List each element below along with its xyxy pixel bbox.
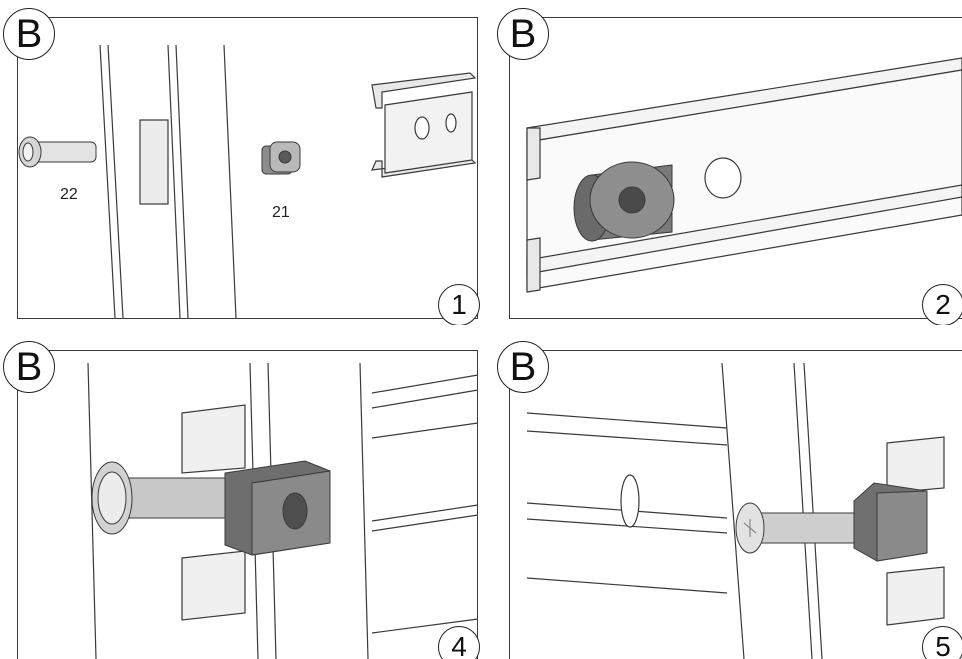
step-number: 2 [935,289,951,320]
panel-step-4: B 4 [0,333,480,659]
panel-slot [139,119,169,205]
nut-part [261,141,301,175]
step-number-badge: 1 [438,284,480,325]
panel-step-1: B 22 21 1 [0,0,480,325]
view-letter-badge: B [497,8,549,60]
view-letter: B [509,344,537,389]
view-letter-badge: B [3,341,55,393]
nut-part [573,161,675,242]
view-letter: B [509,11,537,56]
nut-part [224,460,331,556]
panel-frame [509,350,962,659]
view-letter: B [15,11,43,56]
view-letter-badge: B [497,341,549,393]
rail-hole [620,474,640,528]
rail-profile [371,72,477,178]
bolt-part [735,502,863,554]
panel-step-2: B 2 [482,0,962,325]
step-number-badge: 2 [922,284,962,325]
view-letter: B [15,344,43,389]
step-number-badge: 4 [438,626,480,659]
rail-profile [181,404,246,621]
rail-profile [886,436,945,626]
rail-hole [704,157,742,199]
exploded-parts-drawing [18,44,477,319]
bolt-part [18,136,97,168]
step-number-badge: 5 [922,626,962,659]
step-number: 4 [451,631,467,659]
step-number: 1 [451,289,467,320]
bolt-part [91,461,229,535]
nut-part-number: 21 [272,204,290,221]
panel-frame [17,17,478,319]
nut-in-rail-drawing [526,57,962,293]
view-letter-badge: B [3,8,55,60]
bolt-through-rail-drawing [87,362,479,659]
panel-step-5: B 5 [482,333,962,659]
assembled-bolt-drawing [526,362,945,659]
bolt-part-number: 22 [60,186,78,203]
nut-part [853,482,928,562]
step-number: 5 [935,631,951,659]
panel-frame [509,17,962,319]
